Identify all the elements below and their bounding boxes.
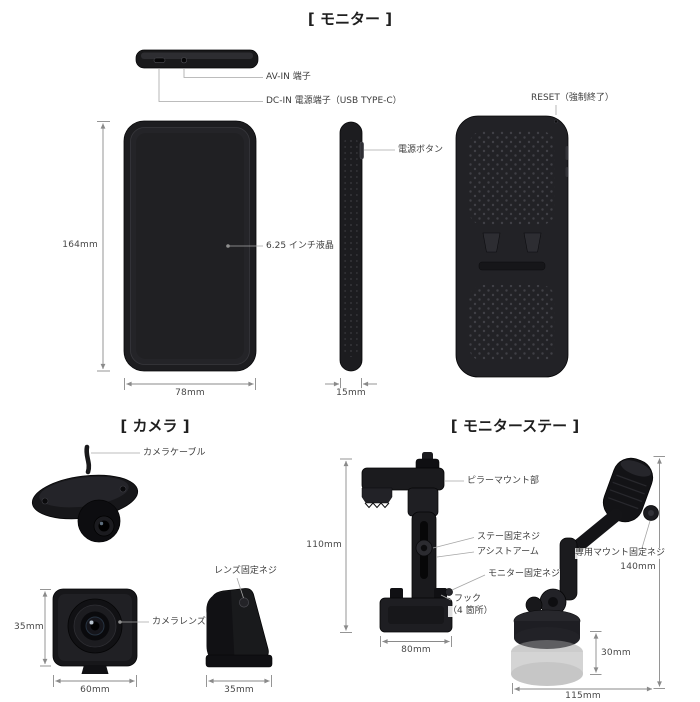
label-lcd: 6.25 インチ液晶 bbox=[266, 241, 334, 252]
section-title-monitor: [ モニター ] bbox=[307, 10, 393, 28]
mount-arm bbox=[570, 508, 623, 554]
camera-cable bbox=[84, 444, 92, 475]
lcd-callout-dot bbox=[226, 244, 230, 248]
monitor-back-view bbox=[455, 115, 569, 378]
section-title-stay: [ モニターステー ] bbox=[450, 417, 580, 435]
camera-side-base bbox=[205, 654, 273, 668]
label-mount-screw: 専用マウント固定ネジ bbox=[575, 548, 666, 559]
monitor-side-view bbox=[339, 121, 364, 372]
camera-lens-highlight bbox=[89, 620, 94, 625]
side-vent-dots bbox=[344, 136, 358, 357]
dim-monitor-width: 78mm bbox=[175, 388, 205, 399]
pillar-mount-head-group bbox=[602, 457, 654, 523]
label-reset: RESET（強制終了） bbox=[531, 93, 614, 104]
reset-hole bbox=[554, 119, 558, 124]
dim-camera-side-depth: 35mm bbox=[224, 685, 254, 696]
dim-stay-arm-height: 110mm bbox=[302, 540, 342, 551]
speaker-grille-bottom bbox=[469, 285, 555, 361]
monitor-front-view bbox=[123, 120, 257, 372]
label-av-in-terminal: AV-IN 端子 bbox=[266, 72, 311, 83]
base-screw-hole-left bbox=[41, 497, 49, 505]
camera-side-view bbox=[205, 588, 273, 668]
leader-mount-screw bbox=[641, 520, 651, 549]
label-assist-arm: アシストアーム bbox=[477, 547, 539, 558]
dim-monitor-height: 164mm bbox=[58, 240, 98, 251]
usb-c-port bbox=[153, 57, 166, 63]
dim-stay-mount-height: 140mm bbox=[620, 562, 656, 573]
av-in-port bbox=[181, 57, 188, 64]
camera-dome-lens bbox=[98, 520, 110, 532]
camera-front-view bbox=[52, 588, 138, 674]
label-power-button: 電源ボタン bbox=[398, 145, 444, 156]
mount-base-extended-ghost bbox=[511, 640, 583, 686]
dim-stay-mount-width: 115mm bbox=[565, 691, 601, 702]
mount-clip-right bbox=[523, 232, 542, 253]
head-cap bbox=[620, 460, 652, 477]
leader-dc-in bbox=[158, 68, 263, 102]
label-camera-cable: カメラケーブル bbox=[143, 448, 206, 459]
stay-arm-view bbox=[361, 452, 453, 633]
camera-front-foot bbox=[81, 665, 109, 674]
label-hook: フック bbox=[454, 594, 482, 605]
hook-left bbox=[390, 588, 403, 600]
monitor-top-view bbox=[135, 49, 259, 69]
section-title-camera: [ カメラ ] bbox=[120, 417, 190, 435]
label-hook-count: （4 箇所） bbox=[448, 606, 493, 617]
camera-base-top bbox=[39, 476, 129, 508]
mount-slot bbox=[478, 261, 546, 271]
clamp-jaw bbox=[361, 487, 393, 504]
leader-monitor-screw bbox=[451, 574, 486, 591]
power-button bbox=[359, 141, 364, 160]
hook-right bbox=[434, 588, 447, 600]
lens-fixing-screw bbox=[239, 597, 249, 608]
side-button-mark-2 bbox=[565, 167, 569, 177]
pillar-clamp-bar bbox=[361, 467, 445, 491]
mount-fixing-screw-center bbox=[648, 510, 654, 516]
leader-lens-screw bbox=[236, 577, 244, 599]
monitor-plate-recess bbox=[388, 606, 444, 624]
mount-clip-left bbox=[482, 232, 501, 253]
label-camera-lens: カメラレンズ bbox=[152, 617, 206, 628]
label-dc-in-terminal: DC-IN 電源端子（USB TYPE-C） bbox=[266, 96, 402, 107]
speaker-grille-top bbox=[469, 131, 555, 225]
camera-side-lens-housing bbox=[206, 591, 235, 659]
clamp-teeth bbox=[364, 502, 390, 509]
lens-highlight bbox=[99, 521, 104, 526]
leader-av-in bbox=[183, 68, 263, 78]
lens-callout-dot bbox=[118, 620, 122, 624]
stay-fixing-screw-center bbox=[420, 544, 428, 552]
dim-stay-plate-width: 80mm bbox=[401, 645, 431, 656]
dim-stay-base-adjust: 30mm bbox=[601, 648, 631, 659]
label-lens-screw: レンズ固定ネジ bbox=[214, 566, 277, 577]
head-ribs bbox=[607, 474, 647, 510]
label-monitor-screw: モニター固定ネジ bbox=[488, 569, 561, 580]
monitor-top-highlight bbox=[141, 52, 253, 59]
label-pillar-mount: ピラーマウント部 bbox=[467, 476, 540, 487]
leader-assist-arm bbox=[436, 551, 475, 558]
ball-joint-center bbox=[548, 597, 558, 607]
label-stay-screw: ステー固定ネジ bbox=[477, 532, 541, 543]
dim-camera-height: 35mm bbox=[14, 622, 44, 633]
monitor-fixing-screw bbox=[445, 588, 453, 596]
stay-mount-view bbox=[511, 457, 659, 686]
leader-stay-screw bbox=[432, 537, 475, 549]
leader-hook bbox=[440, 594, 452, 601]
side-button-mark bbox=[565, 146, 569, 160]
leader-lines bbox=[91, 68, 651, 623]
monitor-screen bbox=[136, 133, 244, 359]
dimension-lines bbox=[40, 121, 665, 694]
camera-assembly-view bbox=[31, 444, 139, 543]
dim-monitor-depth: 15mm bbox=[336, 388, 366, 399]
dim-camera-width: 60mm bbox=[80, 685, 110, 696]
base-screw-hole-right bbox=[119, 485, 127, 493]
ghost-bottom bbox=[511, 662, 583, 686]
